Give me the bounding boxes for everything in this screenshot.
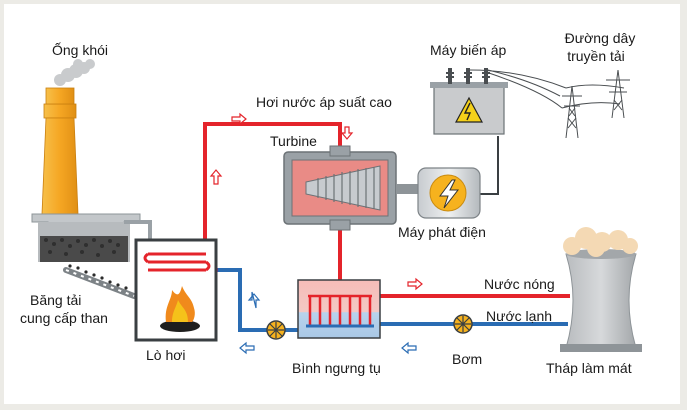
coal-bin	[31, 213, 152, 262]
arrow-icon	[340, 126, 354, 140]
arrow-icon	[209, 169, 223, 185]
pump-icon	[266, 320, 286, 340]
transformer-label: Máy biến áp	[430, 42, 507, 58]
arrow-icon	[231, 112, 247, 126]
smoke-icon	[54, 59, 95, 86]
lightning-icon	[439, 179, 460, 209]
cold-water-label: Nước lạnh	[486, 308, 553, 324]
arrow-icon	[401, 341, 417, 355]
boiler-label: Lò hơi	[146, 347, 186, 363]
arrow-icon	[239, 341, 255, 355]
transmission-line-label-1: Đường dây	[564, 30, 636, 46]
condenser-label: Bình ngưng tụ	[292, 360, 381, 376]
steam-cloud	[563, 227, 638, 257]
transmission-line-label-2: truyền tải	[567, 48, 625, 64]
conveyor-label-1: Băng tải	[30, 292, 82, 308]
conveyor-label-2: cung cấp than	[20, 310, 108, 326]
chimney-label: Ống khói	[52, 42, 109, 58]
pump-icon	[453, 314, 473, 334]
fire-icon	[160, 286, 200, 332]
transformer	[430, 68, 625, 135]
steam-label: Hơi nước áp suất cao	[256, 94, 392, 110]
arrow-icon	[247, 291, 261, 309]
transmission-towers	[562, 69, 630, 139]
arrow-icon	[407, 277, 423, 291]
condenser	[297, 279, 381, 339]
turbine	[283, 145, 422, 231]
hot-water-label: Nước nóng	[484, 276, 555, 292]
cooling-tower-label: Tháp làm mát	[546, 360, 632, 376]
turbine-label: Turbine	[270, 133, 317, 149]
pump-label: Bơm	[452, 351, 483, 367]
chimney	[41, 87, 79, 215]
generator-label: Máy phát điện	[398, 224, 486, 240]
